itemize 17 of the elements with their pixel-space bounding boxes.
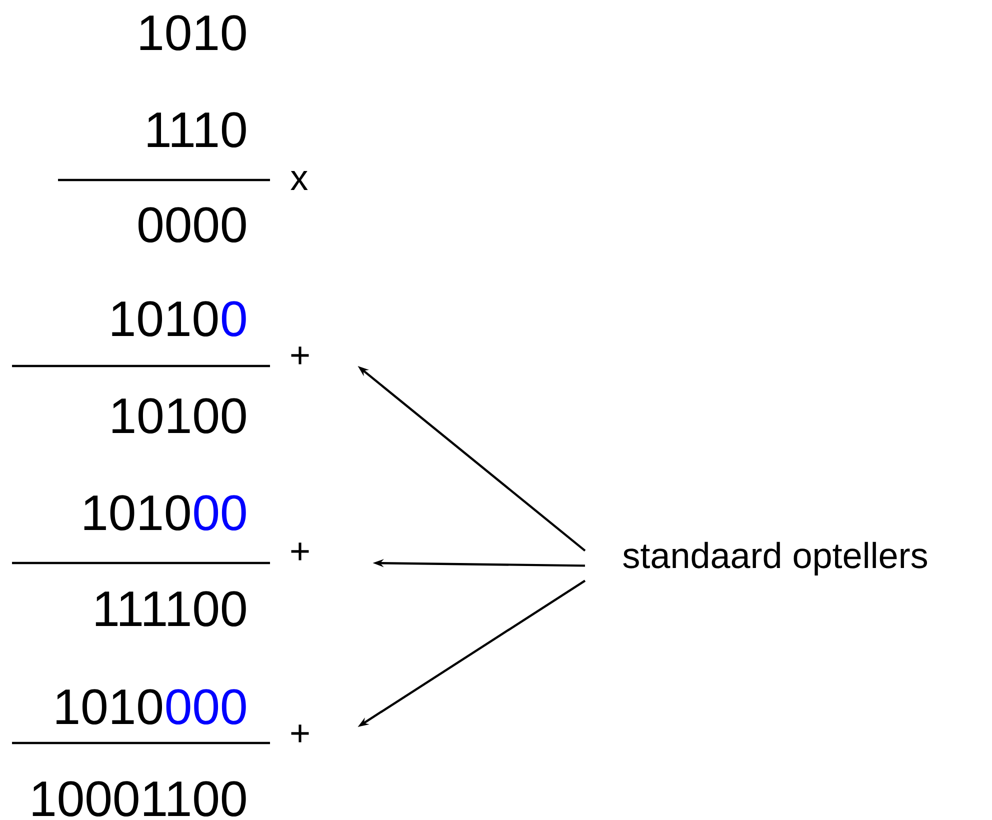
- shifted-digits: 000: [166, 689, 246, 724]
- number: 1010: [112, 301, 218, 336]
- plus-sign: +: [291, 346, 309, 364]
- shifted-digits: 00: [194, 495, 246, 530]
- number: 1010: [84, 495, 190, 530]
- shifted-digits: 0: [222, 301, 246, 336]
- number: 10001100: [32, 781, 246, 816]
- annotation-text: standaard optellers: [623, 542, 928, 576]
- number: 10100: [112, 398, 246, 434]
- number: 1010: [140, 15, 246, 50]
- number: 1110: [148, 112, 246, 148]
- number: 1010: [56, 689, 162, 724]
- plus-sign: +: [291, 724, 309, 742]
- plus-sign: +: [291, 542, 309, 560]
- multiply-sign: x: [290, 170, 308, 190]
- number: 111100: [96, 591, 246, 626]
- number: 0000: [138, 207, 246, 242]
